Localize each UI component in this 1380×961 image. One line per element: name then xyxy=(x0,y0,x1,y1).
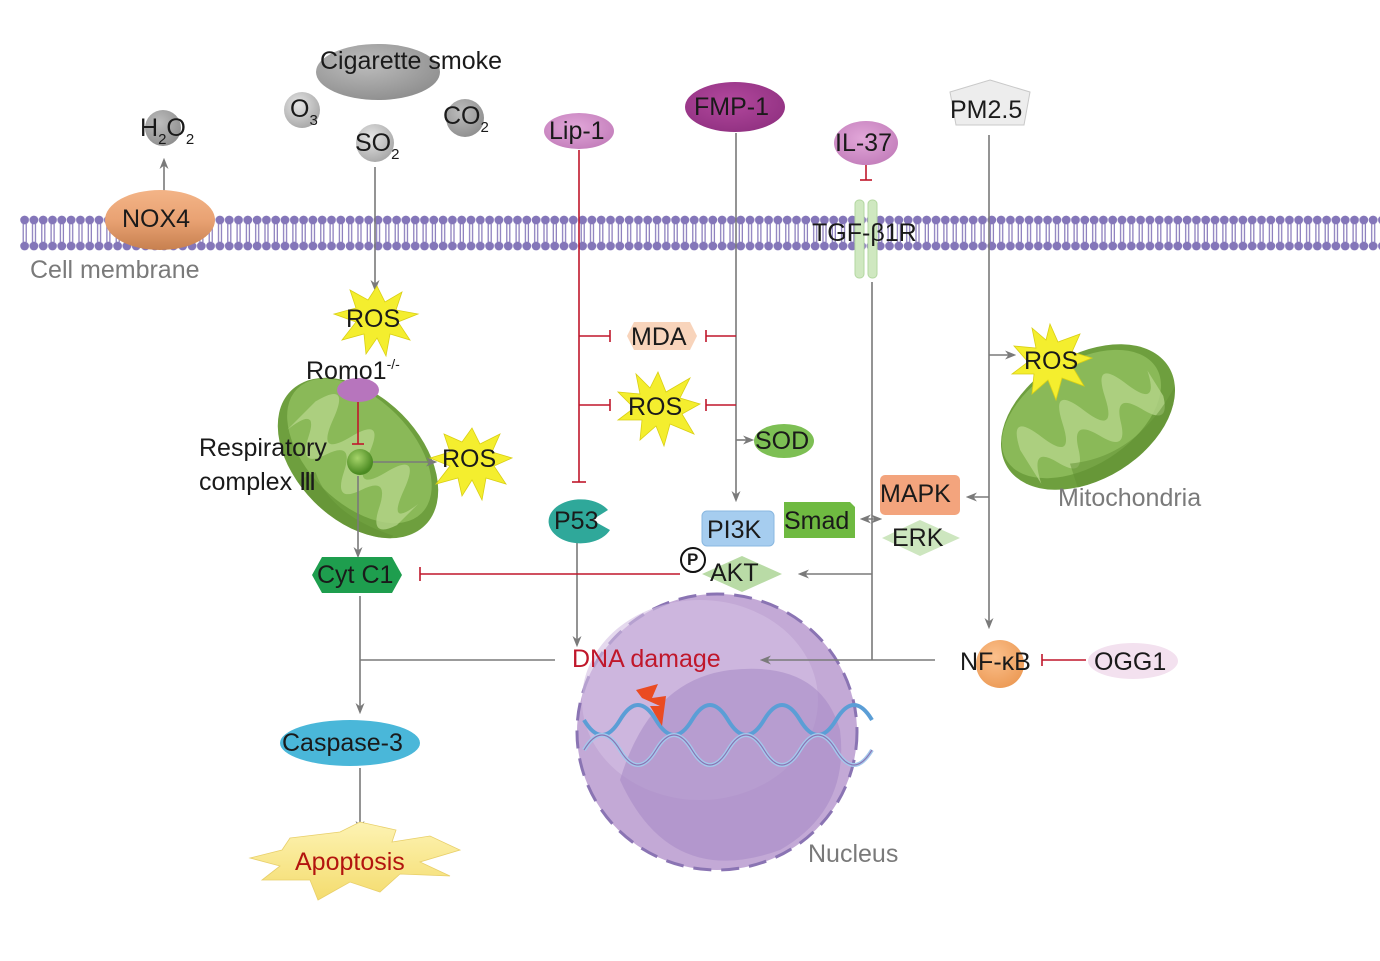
ros-star-mito-right xyxy=(1010,322,1094,402)
cytc1-label: Cyt C1 xyxy=(317,561,394,589)
smad-label: Smad xyxy=(784,507,850,535)
o3-base: O xyxy=(290,95,310,123)
romo1-shape xyxy=(337,378,379,402)
romo1-label: Romo1-/- xyxy=(306,356,400,385)
erk-shape xyxy=(882,520,960,556)
o3-subscript: 3 xyxy=(309,112,318,129)
cytc1-shape xyxy=(312,557,402,593)
dna-damage-label: DNA damage xyxy=(572,645,721,673)
akt-shape xyxy=(702,556,782,592)
mitochondria-label: Mitochondria xyxy=(1058,484,1202,512)
ros-star-center xyxy=(616,371,702,448)
romo1-text: Romo1 xyxy=(306,357,387,385)
mda-shape xyxy=(627,322,697,350)
h2o2-h: H xyxy=(140,114,159,142)
smad-shape xyxy=(784,502,855,538)
ros-label-center: ROS xyxy=(628,393,683,421)
co2-subscript: 2 xyxy=(480,119,489,136)
tgf-receptor-label: TGF-β1R xyxy=(812,219,917,247)
apoptosis-burst xyxy=(248,821,462,901)
nucleus-shape xyxy=(575,592,859,872)
nfkb-label: NF-κB xyxy=(960,648,1031,676)
co2-shape xyxy=(446,99,484,137)
respiratory-complex-line1: Respiratory xyxy=(199,434,327,462)
h2o2-sub2: 2 xyxy=(185,131,195,148)
o3-shape xyxy=(284,92,320,128)
caspase3-shape xyxy=(280,720,420,766)
sod-shape xyxy=(754,424,814,458)
nox4-shape xyxy=(105,190,215,250)
phospho-circle xyxy=(680,547,706,573)
fmp1-label: FMP-1 xyxy=(694,93,769,121)
ros-star-top xyxy=(332,285,420,358)
cigarette-smoke-label: Cigarette smoke xyxy=(320,46,502,77)
h2o2-o: O xyxy=(166,114,186,142)
co2-label: CO2 xyxy=(443,102,489,136)
lightning-icon xyxy=(636,684,666,726)
il37-label: IL-37 xyxy=(835,129,892,157)
il37-shape xyxy=(834,121,898,165)
akt-label: AKT xyxy=(710,559,759,587)
mda-label: MDA xyxy=(631,323,687,351)
tgf-receptor-shape xyxy=(854,199,878,279)
lipid-bilayer xyxy=(20,214,1380,254)
nfkb-shape xyxy=(976,640,1024,688)
ros-label-top: ROS xyxy=(346,305,401,333)
p53-shape xyxy=(548,499,610,544)
cigarette-smoke-text: Cigarette smoke xyxy=(320,47,503,75)
ogg1-label: OGG1 xyxy=(1094,648,1167,676)
ros-label-mito-right: ROS xyxy=(1024,347,1079,375)
mapk-shape xyxy=(880,475,960,515)
nox4-label: NOX4 xyxy=(122,205,191,233)
pm25-shape xyxy=(949,79,1031,126)
respiratory-complex-sphere xyxy=(347,449,373,475)
so2-subscript: 2 xyxy=(391,146,400,163)
ogg1-shape xyxy=(1088,643,1178,679)
pi3k-shape xyxy=(701,510,775,547)
o3-label: O3 xyxy=(290,95,318,129)
fmp1-shape xyxy=(685,82,785,132)
erk-label: ERK xyxy=(892,524,944,552)
apoptosis-label: Apoptosis xyxy=(295,848,405,876)
romo1-superscript: -/- xyxy=(386,356,400,372)
ros-star-mito-left xyxy=(428,427,514,502)
cigarette-smoke-shape xyxy=(316,44,440,100)
p53-label: P53 xyxy=(554,507,599,535)
ros-label-mito-left: ROS xyxy=(442,445,497,473)
respiratory-complex-label: Respiratory complex Ⅲ xyxy=(199,431,327,499)
lip1-shape xyxy=(544,113,614,149)
respiratory-complex-line2: complex Ⅲ xyxy=(199,468,317,496)
sod-label: SOD xyxy=(755,427,810,455)
pm25-label: PM2.5 xyxy=(950,96,1023,124)
h2o2-sub1: 2 xyxy=(158,131,167,148)
phospho-label: P xyxy=(687,550,699,569)
h2o2-label: H2O2 xyxy=(140,114,194,148)
so2-shape xyxy=(356,124,394,162)
so2-base: SO xyxy=(355,129,392,157)
mapk-label: MAPK xyxy=(880,480,951,508)
h2o2-shape xyxy=(145,110,181,146)
lip1-label: Lip-1 xyxy=(549,117,605,145)
cell-membrane-label: Cell membrane xyxy=(30,256,200,284)
so2-label: SO2 xyxy=(355,129,399,163)
dna-helix xyxy=(582,703,874,767)
co2-base: CO xyxy=(443,102,481,130)
nucleus-label: Nucleus xyxy=(808,840,899,868)
pi3k-label: PI3K xyxy=(707,516,762,544)
caspase3-label: Caspase-3 xyxy=(282,729,403,757)
